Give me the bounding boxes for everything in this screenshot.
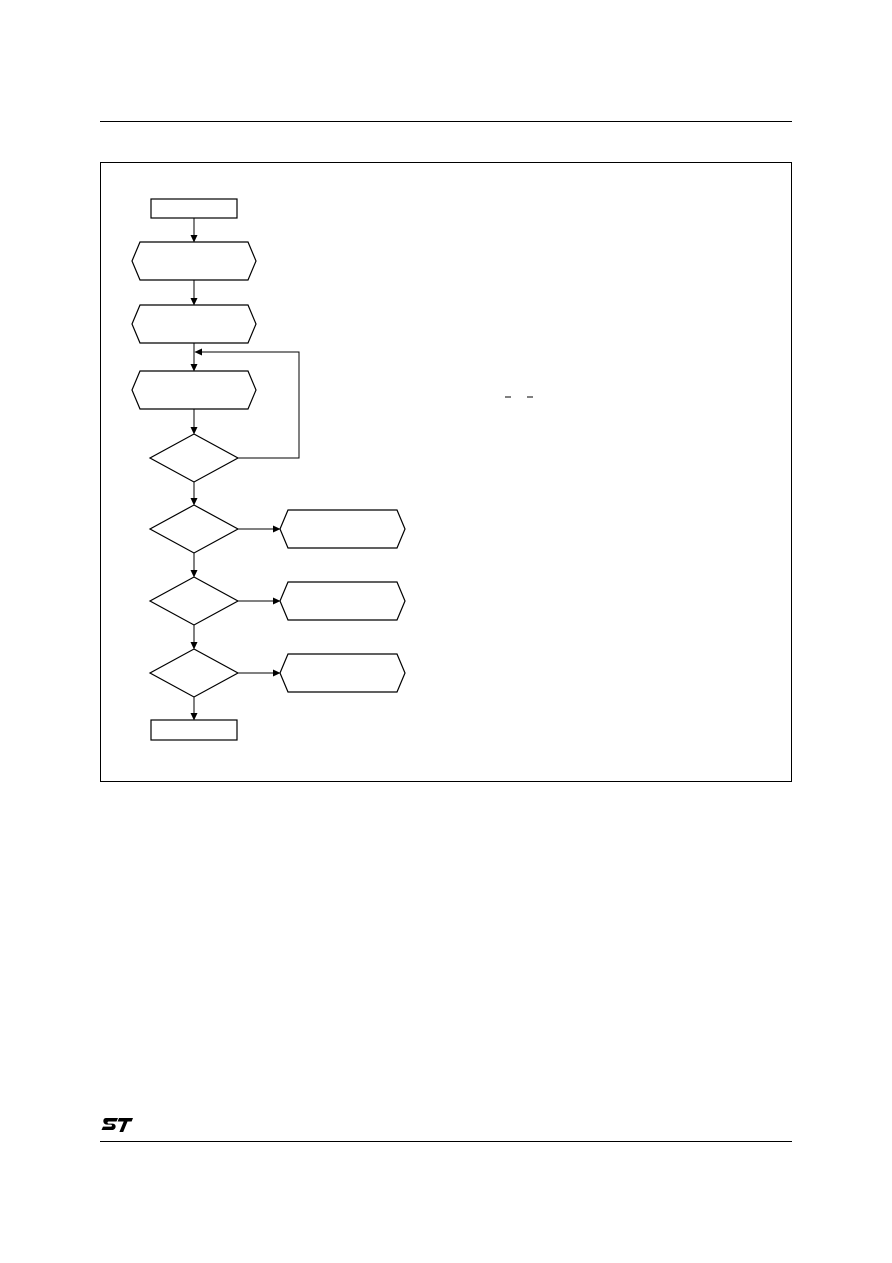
step-3-box — [131, 370, 257, 410]
decision-4-diamond — [148, 648, 240, 698]
decision-1-diamond — [148, 433, 240, 483]
decision-3-diamond — [148, 576, 240, 626]
step-2-box — [131, 304, 257, 344]
header-rule — [100, 121, 792, 122]
decision-2-diamond — [148, 504, 240, 554]
action-3-box — [279, 581, 406, 621]
end-box — [150, 719, 238, 741]
step-1-box — [131, 241, 257, 281]
footer-rule — [100, 1141, 792, 1142]
figure-frame — [100, 162, 792, 782]
st-logo-icon — [101, 1118, 133, 1132]
start-box — [150, 198, 238, 219]
edge-loop-back — [194, 348, 300, 459]
action-2-box — [279, 509, 406, 549]
action-4-box — [279, 653, 406, 693]
